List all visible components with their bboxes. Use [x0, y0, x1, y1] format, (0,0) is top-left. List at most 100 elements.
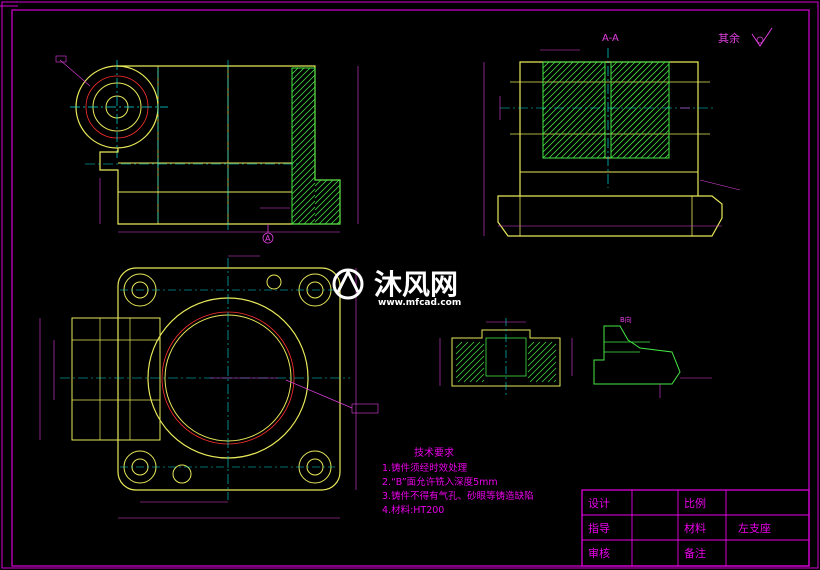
- hatch-line: [314, 179, 328, 193]
- hatch-line: [529, 355, 557, 383]
- view-b-label: B向: [620, 315, 632, 324]
- hatch-line: [610, 87, 670, 147]
- hatch-line: [309, 218, 316, 225]
- hatch-line: [291, 67, 305, 81]
- watermark-brand: 沐风网: [374, 268, 458, 301]
- hatch-line: [314, 184, 341, 211]
- watermark-url: www.mfcad.com: [378, 298, 461, 308]
- hatch-line: [291, 104, 316, 129]
- hatch-line: [314, 196, 341, 223]
- title-part-name: 左支座: [738, 521, 771, 535]
- hatch-line: [314, 190, 341, 217]
- hatch-line: [610, 61, 654, 105]
- hatch-line: [610, 61, 666, 117]
- hatch-line: [324, 208, 341, 225]
- hatch-line: [455, 341, 475, 361]
- hatch-line: [455, 341, 463, 349]
- hatch-line: [481, 379, 485, 383]
- hatch-line: [291, 98, 316, 123]
- section-mark-letter: A: [265, 234, 271, 243]
- hatch-line: [622, 111, 670, 159]
- hatch-line: [455, 341, 469, 355]
- hatch-line: [610, 61, 636, 87]
- hatch-line: [291, 68, 316, 93]
- hatch-line: [527, 349, 557, 379]
- hatch-line: [610, 61, 624, 75]
- hatch-line: [646, 135, 670, 159]
- hatch-line: [610, 61, 630, 81]
- title-guide: 指导: [588, 521, 610, 535]
- hatch-line: [602, 155, 606, 159]
- watermark: 沐风网 www.mfcad.com: [332, 268, 461, 308]
- hatch-line: [664, 153, 670, 159]
- title-review: 审核: [588, 546, 610, 560]
- hatch-line: [542, 61, 598, 117]
- hatch-line: [314, 179, 322, 187]
- hatch-line: [590, 143, 606, 159]
- hatch-line: [542, 61, 568, 87]
- hatch-line: [610, 93, 670, 153]
- hatch-line: [291, 67, 311, 87]
- tech-req-item: 3.铸件不得有气孔、砂眼等铸造缺陷: [382, 490, 534, 502]
- inner-frame: [11, 9, 810, 567]
- hatch-line: [314, 179, 340, 205]
- hatch-line: [297, 206, 316, 225]
- hatch-line: [610, 81, 670, 141]
- hatch-line: [455, 349, 485, 379]
- hatch-line: [291, 182, 316, 207]
- hatch-line: [542, 65, 606, 129]
- section-view-aa: A-A: [483, 33, 741, 237]
- hatch-line: [610, 69, 670, 129]
- hatch-line: [527, 341, 535, 349]
- hatch-line: [291, 140, 316, 165]
- tech-requirements: 技术要求 1.铸件须经时效处理 2.“B”面允许铣入深度5mm 3.铸件不得有气…: [382, 446, 534, 516]
- hatch-line: [572, 125, 606, 159]
- hatch-line: [291, 164, 316, 189]
- hatch-line: [640, 129, 670, 159]
- hatch-line: [318, 202, 341, 225]
- hatch-line: [455, 341, 481, 367]
- hatch-line: [610, 75, 670, 135]
- detail-section: [439, 318, 573, 396]
- view-b: B向: [593, 315, 712, 398]
- hatch-line: [469, 367, 485, 383]
- hatch-line: [527, 343, 557, 373]
- hatch-line: [542, 89, 606, 153]
- hatch-line: [652, 141, 670, 159]
- hatch-line: [542, 61, 556, 75]
- hatch-line: [457, 355, 485, 383]
- hatch-line: [578, 131, 606, 159]
- hatch-line: [542, 61, 550, 69]
- hatch-line: [291, 176, 316, 201]
- hatch-line: [291, 128, 316, 153]
- hatch-line: [542, 95, 606, 159]
- front-view: A: [55, 55, 359, 244]
- hatch-line: [542, 61, 580, 99]
- hatch-line: [291, 116, 316, 141]
- hatch-line: [584, 137, 606, 159]
- hatch-line: [616, 105, 670, 159]
- hatch-line: [542, 83, 606, 147]
- hatch-line: [610, 61, 618, 69]
- hatch-line: [475, 373, 485, 383]
- title-remark: 备注: [684, 546, 706, 560]
- hatch-line: [291, 110, 316, 135]
- hatch-line: [535, 361, 557, 383]
- tech-req-item: 4.材料:HT200: [382, 504, 444, 516]
- hatch-line: [566, 119, 606, 159]
- hatch-line: [463, 361, 485, 383]
- hatch-line: [542, 61, 604, 123]
- hatch-line: [610, 99, 670, 159]
- hatch-line: [291, 134, 316, 159]
- hatch-line: [596, 149, 606, 159]
- hatch-line: [527, 341, 553, 367]
- hatch-line: [303, 212, 316, 225]
- hatch-line: [291, 146, 316, 171]
- hatch-line: [455, 343, 485, 373]
- hatch-line: [291, 67, 299, 75]
- hatch-line: [548, 101, 606, 159]
- hatch-line: [541, 367, 557, 383]
- hatch-line: [628, 117, 670, 159]
- title-block: 设计 比例 指导 材料 左支座 审核 备注: [581, 489, 810, 567]
- hatch-line: [542, 61, 574, 93]
